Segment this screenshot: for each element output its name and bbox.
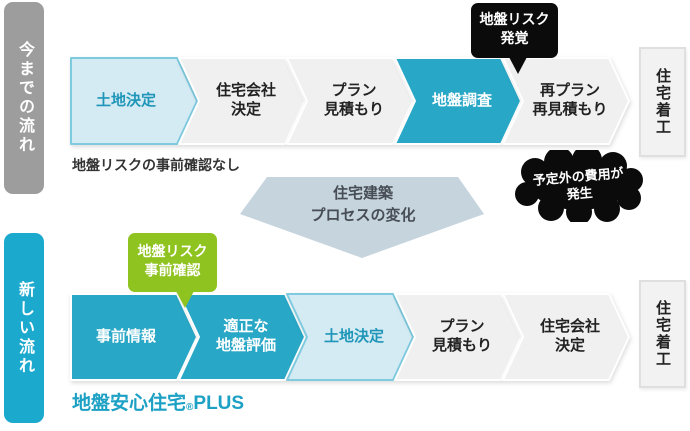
old-flow-step-plan-estimate: プラン 見積もり xyxy=(286,57,414,145)
old-flow-step-ground-survey: 地盤調査 xyxy=(394,57,522,145)
sidebar-new-flow-label: 新しい流れ xyxy=(16,280,33,376)
new-flow-goal-construction-start: 住宅着工 xyxy=(639,280,686,388)
step-label: 住宅会社 決定 xyxy=(215,82,276,118)
step-label: プラン 見積もり xyxy=(323,82,384,118)
chevron-shape xyxy=(178,57,306,145)
brand-caption: 地盤安心住宅®PLUS xyxy=(72,388,244,415)
goal-label: 住宅着工 xyxy=(654,68,671,136)
burst-cloud-shape xyxy=(515,150,643,222)
brand-suffix: PLUS xyxy=(193,393,245,414)
chevron-shape xyxy=(502,57,630,145)
unexpected-cost-burst: 予定外の費用が 発生 xyxy=(513,150,645,222)
old-flow-goal-construction-start: 住宅着工 xyxy=(639,47,686,157)
new-flow-step-land-decision: 土地決定 xyxy=(286,293,414,381)
new-flow-step-plan-estimate: プラン 見積もり xyxy=(394,293,522,381)
speech-tail xyxy=(176,291,194,308)
chevron-shape xyxy=(70,57,198,145)
brand-name: 地盤安心住宅 xyxy=(72,393,187,414)
chevron-shape xyxy=(286,293,414,381)
chevron-shape xyxy=(70,293,198,381)
goal-label: 住宅着工 xyxy=(654,300,671,368)
sidebar-new-flow: 新しい流れ xyxy=(4,233,44,423)
step-label: 事前情報 xyxy=(95,327,156,345)
sidebar-old-flow-label: 今までの流れ xyxy=(16,41,33,155)
chevron-shape xyxy=(502,293,630,381)
old-flow-step-land-decision: 土地決定 xyxy=(70,57,198,145)
sidebar-old-flow: 今までの流れ xyxy=(4,2,44,194)
chevron-shape xyxy=(394,57,522,145)
old-flow-caption: 地盤リスクの事前確認なし xyxy=(72,157,240,173)
chevron-shape xyxy=(178,293,306,381)
ground-risk-precheck-callout: 地盤リスク 事前確認 xyxy=(128,233,217,308)
new-flow-step-builder-decision: 住宅会社 決定 xyxy=(502,293,630,381)
chevron-shape xyxy=(394,293,522,381)
step-label: 住宅会社 決定 xyxy=(539,318,600,354)
step-label: プラン 見積もり xyxy=(431,318,492,354)
speech-tail xyxy=(509,57,527,74)
step-label: 地盤調査 xyxy=(431,91,492,109)
callout-label: 地盤リスク 発覚 xyxy=(479,12,550,47)
registered-trademark-mark: ® xyxy=(186,402,194,413)
step-label: 適正な 地盤評価 xyxy=(215,318,276,354)
old-flow-step-replan-reestimate: 再プラン 再見積もり xyxy=(502,57,630,145)
step-label: 土地決定 xyxy=(323,327,384,345)
chevron-shape xyxy=(286,57,414,145)
transition-label: 住宅建築 プロセスの変化 xyxy=(310,185,416,224)
callout-label: 地盤リスク 事前確認 xyxy=(137,244,208,279)
step-label: 土地決定 xyxy=(95,91,156,109)
new-flow-step-proper-ground-evaluation: 適正な 地盤評価 xyxy=(178,293,306,381)
transition-down-arrow xyxy=(240,177,484,258)
old-flow-step-builder-decision: 住宅会社 決定 xyxy=(178,57,306,145)
step-label: 再プラン 再見積もり xyxy=(532,82,608,118)
new-flow-step-prior-info: 事前情報 xyxy=(70,293,198,381)
burst-label: 予定外の費用が 発生 xyxy=(532,165,625,203)
ground-risk-discovered-callout: 地盤リスク 発覚 xyxy=(471,3,558,74)
